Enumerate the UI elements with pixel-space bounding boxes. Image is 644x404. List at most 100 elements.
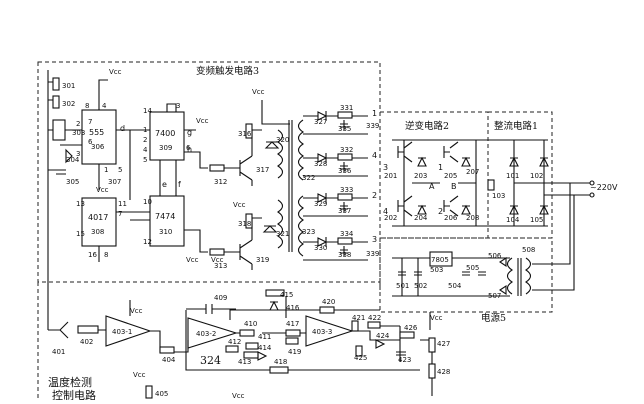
resistor-425 — [355, 345, 363, 357]
resistor-411 — [245, 342, 259, 350]
igbt-201 — [397, 141, 413, 163]
resistor-404 — [159, 346, 175, 354]
ref-507: 507 — [488, 292, 501, 300]
diode-driver-upper — [264, 141, 280, 149]
ref-327: 330 — [314, 244, 327, 252]
diode-104 — [509, 204, 519, 215]
ic-7400-body — [149, 111, 185, 161]
inv-terminal-4: 4 — [383, 207, 388, 216]
rectifier-bridge: 101 102 103 104 105 — [476, 139, 595, 227]
ref-331: 334 — [340, 230, 354, 238]
transistor-401 — [48, 321, 69, 339]
trigger-timing-network: 301 302 303 304 305 307 — [47, 70, 121, 330]
ref-505: 505 — [466, 264, 479, 272]
ic-4017-label: 4017 — [88, 213, 108, 222]
power-supply-title: 电源5 — [481, 312, 506, 324]
temp-detect-title-1: 温度检测 — [48, 375, 92, 389]
vcc-label: Vcc — [196, 117, 209, 125]
diode-326 — [317, 193, 328, 203]
temp-block-outline — [37, 282, 381, 400]
trigger-circuit-title: 变频触发电路3 — [196, 65, 259, 77]
vcc-label: Vcc — [430, 314, 443, 322]
ref-411: 411 — [258, 333, 271, 341]
pin-label: 12 — [143, 238, 152, 246]
resistor-410 — [239, 329, 255, 337]
opamp-403-2-label: 403-2 — [196, 330, 216, 338]
capacitor-332 — [340, 120, 348, 130]
ic-7474: 7474 310 — [149, 195, 185, 247]
capacitor-103 — [487, 179, 495, 191]
ref-102: 102 — [530, 172, 543, 180]
ic-7400-ref: 309 — [159, 144, 172, 152]
block-outlines — [37, 61, 553, 400]
resistor-418 — [269, 366, 289, 374]
pin-label: 5 — [118, 166, 122, 174]
ref-504: 504 — [448, 282, 462, 290]
transistor-317 — [224, 129, 262, 186]
opamp-403-1 — [105, 315, 152, 347]
diode-204 — [417, 204, 427, 215]
resistor-426 — [399, 331, 415, 339]
resistor-331 — [337, 237, 353, 245]
ref-204: 204 — [414, 214, 428, 222]
pin-label: 1 — [104, 166, 108, 174]
ref-317: 317 — [256, 166, 269, 174]
vcc-label: Vcc — [109, 68, 122, 76]
diode-416 — [269, 300, 279, 311]
resistor-328 — [337, 111, 353, 119]
capacitor-333 — [340, 162, 348, 172]
ref-404: 404 — [162, 356, 176, 364]
driver-upper-wire — [261, 100, 290, 125]
ref-428: 428 — [437, 368, 450, 376]
pin-label: 2 — [143, 136, 147, 144]
pin-label: 15 — [76, 230, 85, 238]
ref-313: 313 — [214, 262, 227, 270]
ref-318: 318 — [238, 220, 251, 228]
diode-424 — [375, 339, 386, 349]
diode-105 — [539, 204, 549, 215]
ref-321: 321 — [276, 230, 289, 238]
ref-415: 415 — [280, 291, 293, 299]
resistor-419 — [285, 337, 299, 345]
power-caps — [398, 271, 486, 276]
pin-label: 3 — [76, 150, 80, 158]
pin-label: 8 — [104, 251, 108, 259]
mains-terminal — [589, 192, 595, 198]
ref-333: 336 — [338, 167, 352, 175]
ref-329: 332 — [340, 146, 353, 154]
transformer-secondary-lower — [297, 195, 304, 257]
power-diodes — [499, 256, 507, 296]
power-feed-wires — [532, 183, 575, 291]
resistor-329 — [337, 153, 353, 161]
ic-7400-label: 7400 — [155, 129, 175, 138]
ref-320: 320 — [276, 136, 289, 144]
ref-416: 416 — [286, 304, 300, 312]
ref-303: 303 — [72, 129, 85, 137]
resistor-330 — [337, 193, 353, 201]
ref-104: 104 — [506, 216, 520, 224]
vcc-label: Vcc — [233, 201, 246, 209]
resistor-316 — [245, 123, 253, 139]
ref-325: 328 — [314, 160, 327, 168]
ic-4017-ref: 308 — [91, 228, 104, 236]
channel-wire — [303, 241, 368, 261]
ref-508: 508 — [522, 246, 535, 254]
opamp-403-1-label: 403-1 — [112, 328, 132, 336]
ref-422: 422 — [368, 314, 381, 322]
diode-304 — [65, 148, 73, 164]
ref-332: 335 — [338, 125, 351, 133]
ref-502: 502 — [414, 282, 427, 290]
output-terminal-3: 3 — [372, 235, 377, 244]
signal-f-label: f — [178, 180, 181, 189]
capacitor-305 — [56, 169, 66, 175]
pin-label: 14 — [143, 107, 152, 115]
resistor-412 — [225, 345, 239, 353]
pin-label: 5 — [143, 156, 147, 164]
ref-339: 339 — [366, 250, 379, 258]
temperature-control: 401 402 403-1 403-2 403-3 324 404 405 40… — [48, 289, 450, 399]
ref-205: 205 — [444, 172, 457, 180]
inv-terminal-1: 1 — [438, 163, 443, 172]
opamp-403-3-label: 403-3 — [312, 328, 332, 336]
